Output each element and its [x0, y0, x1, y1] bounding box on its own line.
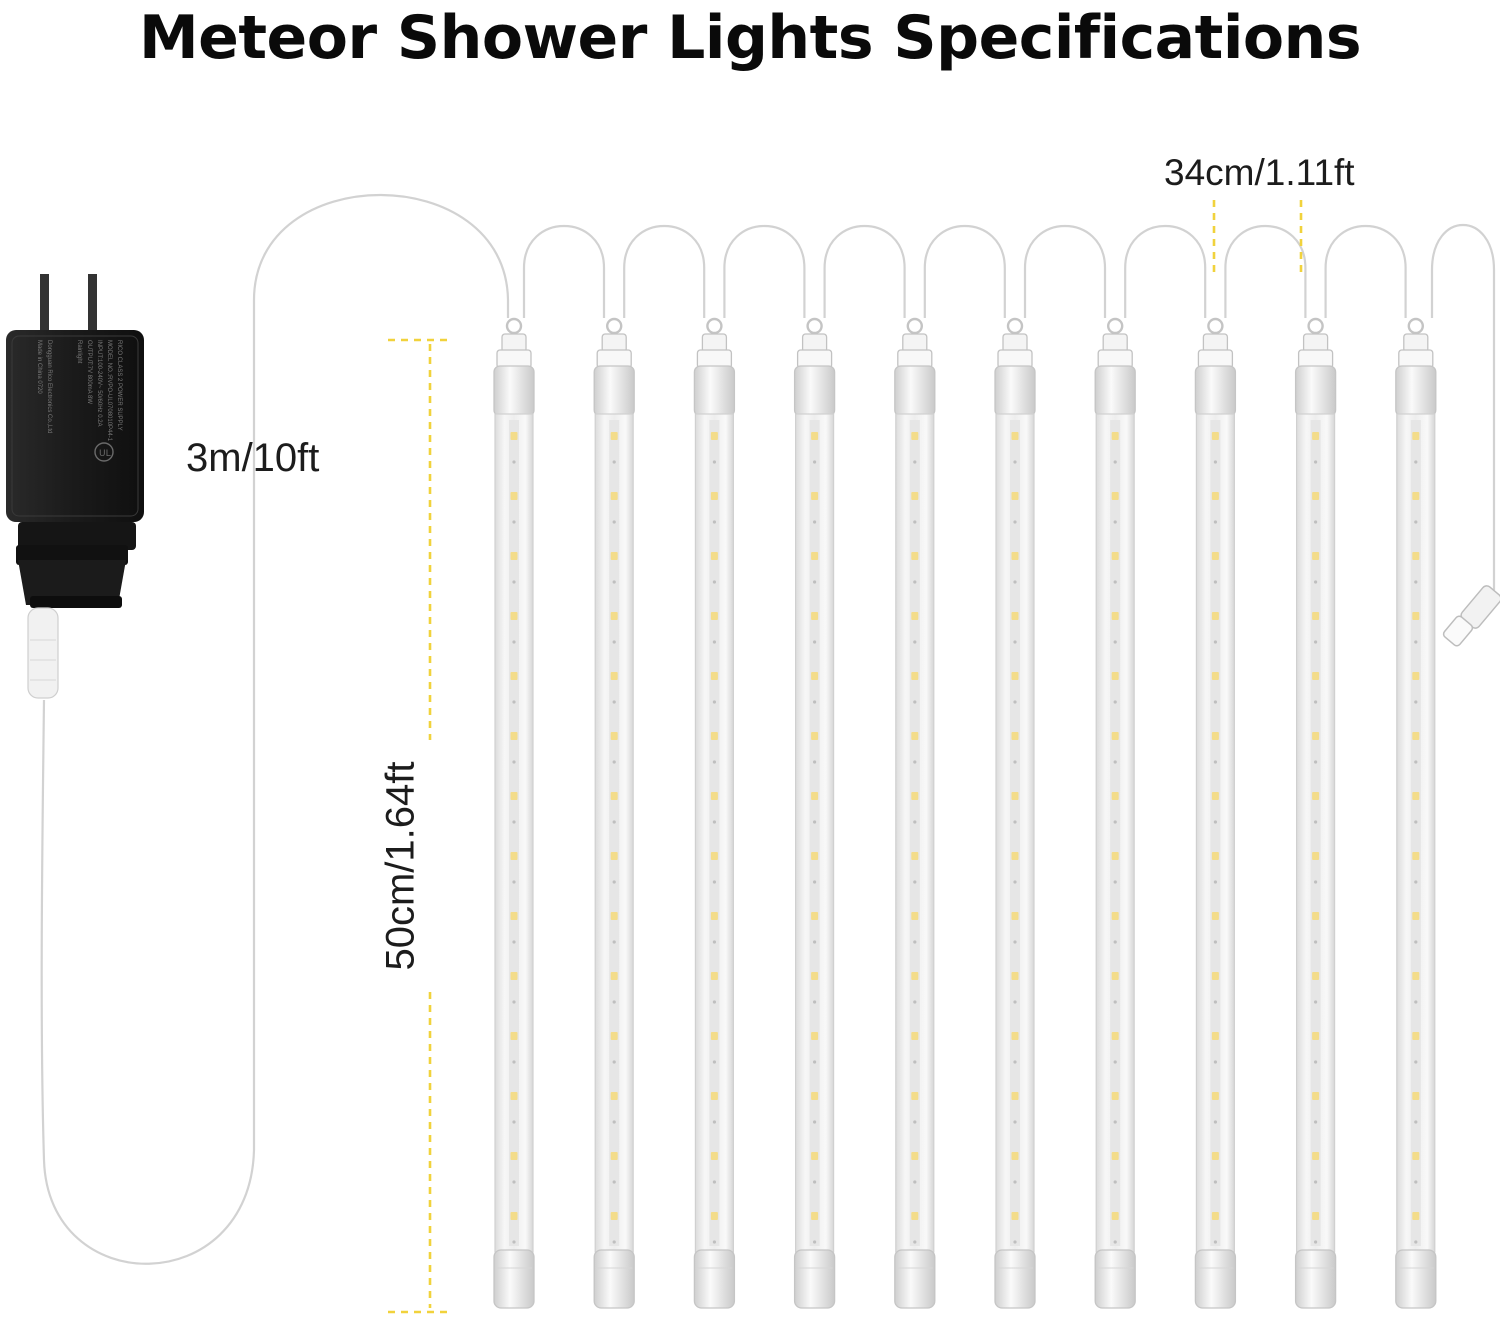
adapter-label-line: Made in China 0720 [36, 340, 42, 394]
light-tube [493, 224, 606, 1309]
end-connector [1430, 223, 1500, 647]
connecting-wire [1023, 224, 1107, 318]
adapter-label-line: Dongguan Rico Electronics Co.,Ltd [46, 340, 52, 433]
tube-spacing-label: 34cm/1.11ft [1164, 152, 1355, 193]
adapter-prong [88, 274, 97, 336]
adapter-label-line: MODEL NO.:RVPO-UL0708010P44-1 [106, 340, 112, 442]
adapter-label-line: RICO CLASS 2 POWER SUPPLY [116, 340, 122, 431]
adapter-label-line: Rainlight [76, 340, 82, 364]
lead-cord [40, 193, 510, 1265]
svg-text:UL: UL [99, 449, 111, 459]
connecting-wire [1124, 224, 1207, 318]
adapter-prong [40, 274, 49, 336]
connecting-wire [522, 224, 606, 318]
light-tube [1395, 317, 1437, 1309]
light-tube [693, 224, 806, 1309]
light-tube [1094, 224, 1207, 1309]
connecting-wire [623, 224, 706, 318]
length-dimension-guide [388, 338, 450, 1314]
connecting-wire [1324, 224, 1407, 318]
light-tube [994, 224, 1107, 1309]
adapter-cord-grommet [27, 607, 59, 699]
power-adapter: RICO CLASS 2 POWER SUPPLY MODEL NO.:RVPO… [6, 274, 144, 699]
connecting-wire [923, 224, 1006, 318]
cord-length-label: 3m/10ft [186, 436, 320, 480]
light-tube [1194, 224, 1307, 1309]
adapter-label-line: INPUT:100-240V~ 50/60Hz 0.2A [96, 340, 102, 427]
light-tube [894, 224, 1006, 1309]
light-tube [1294, 224, 1407, 1309]
tube-array [493, 224, 1437, 1309]
adapter-label-line: OUTPUT:7V 800mA 8W [86, 340, 92, 404]
connecting-wire [1224, 224, 1307, 318]
page-title: Meteor Shower Lights Specifications [138, 3, 1362, 73]
light-tube [593, 224, 706, 1309]
tube-length-label: 50cm/1.64ft [378, 761, 423, 971]
certification-mark-icon [94, 442, 114, 462]
light-tube [793, 224, 906, 1309]
connecting-wire [823, 224, 906, 318]
connecting-wire [723, 224, 806, 318]
spacing-dimension-guide [1212, 200, 1303, 272]
